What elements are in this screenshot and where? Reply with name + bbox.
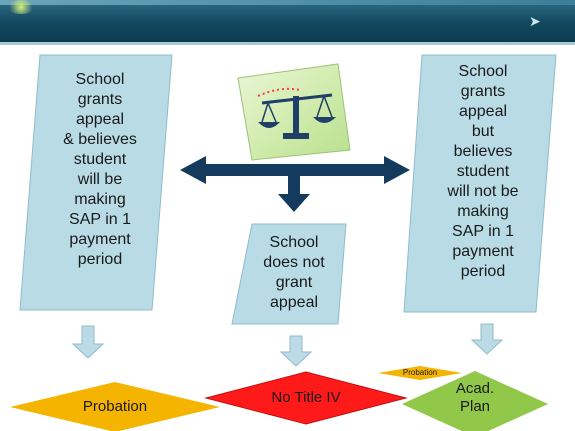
middle-box-line: School (269, 234, 319, 251)
title-bar-glow (6, 0, 36, 14)
no-title-iv-diamond (204, 371, 408, 425)
small-probation-diamond (378, 366, 462, 380)
middle-decision-box (231, 223, 347, 325)
left-decision-box (19, 54, 173, 311)
small-probation-label: Probation (402, 368, 438, 377)
acad-plan-label: Acad. Plan (440, 380, 510, 416)
right-box-line: School (458, 63, 508, 80)
left-box-line: grants (77, 91, 123, 108)
right-box-line: period (460, 263, 506, 280)
left-box-line: period (77, 251, 123, 268)
right-box-text: School grants appeal but believes studen… (424, 62, 542, 282)
right-box-line: but (471, 123, 495, 140)
acad-plan-line: Acad. (455, 380, 495, 397)
right-box-line: will not be (447, 183, 519, 200)
down-arrow-left (71, 325, 105, 359)
left-box-text: School grants appeal & believes student … (42, 70, 158, 270)
probation-diamond (10, 382, 220, 431)
middle-box-line: grant (275, 274, 313, 291)
acad-plan-line: Plan (459, 398, 491, 415)
right-box-line: believes (453, 143, 513, 160)
left-box-line: will be (77, 171, 123, 188)
no-title-iv-label: No Title IV (271, 389, 341, 406)
left-box-line: School (75, 71, 125, 88)
right-box-line: grants (460, 83, 506, 100)
right-box-line: making (457, 203, 509, 220)
right-decision-box (403, 54, 557, 313)
right-box-line: appeal (458, 103, 508, 120)
acad-plan-diamond (402, 371, 548, 431)
right-box-line: SAP in 1 (452, 223, 514, 240)
left-box-line: & believes (63, 131, 137, 148)
down-arrow-middle (279, 335, 313, 367)
middle-box-text: School does not grant appeal (246, 233, 342, 313)
left-box-line: appeal (75, 111, 125, 128)
middle-box-line: does not (263, 254, 325, 271)
branch-arrow (180, 156, 410, 212)
left-box-line: payment (69, 231, 131, 248)
title-bar-accent (0, 0, 575, 5)
title-bar-stripe (0, 42, 575, 45)
right-box-line: student (456, 163, 510, 180)
probation-label: Probation (82, 398, 148, 415)
left-box-line: SAP in 1 (69, 211, 131, 228)
right-box-line: payment (452, 243, 514, 260)
scales-of-justice-icon (237, 63, 351, 161)
left-box-line: making (74, 191, 126, 208)
double-chevron-right-icon[interactable]: ➤ (529, 13, 541, 29)
middle-box-line: appeal (269, 294, 319, 311)
down-arrow-right (470, 323, 504, 355)
title-bar: ➤ (0, 0, 575, 42)
left-box-line: student (73, 151, 127, 168)
